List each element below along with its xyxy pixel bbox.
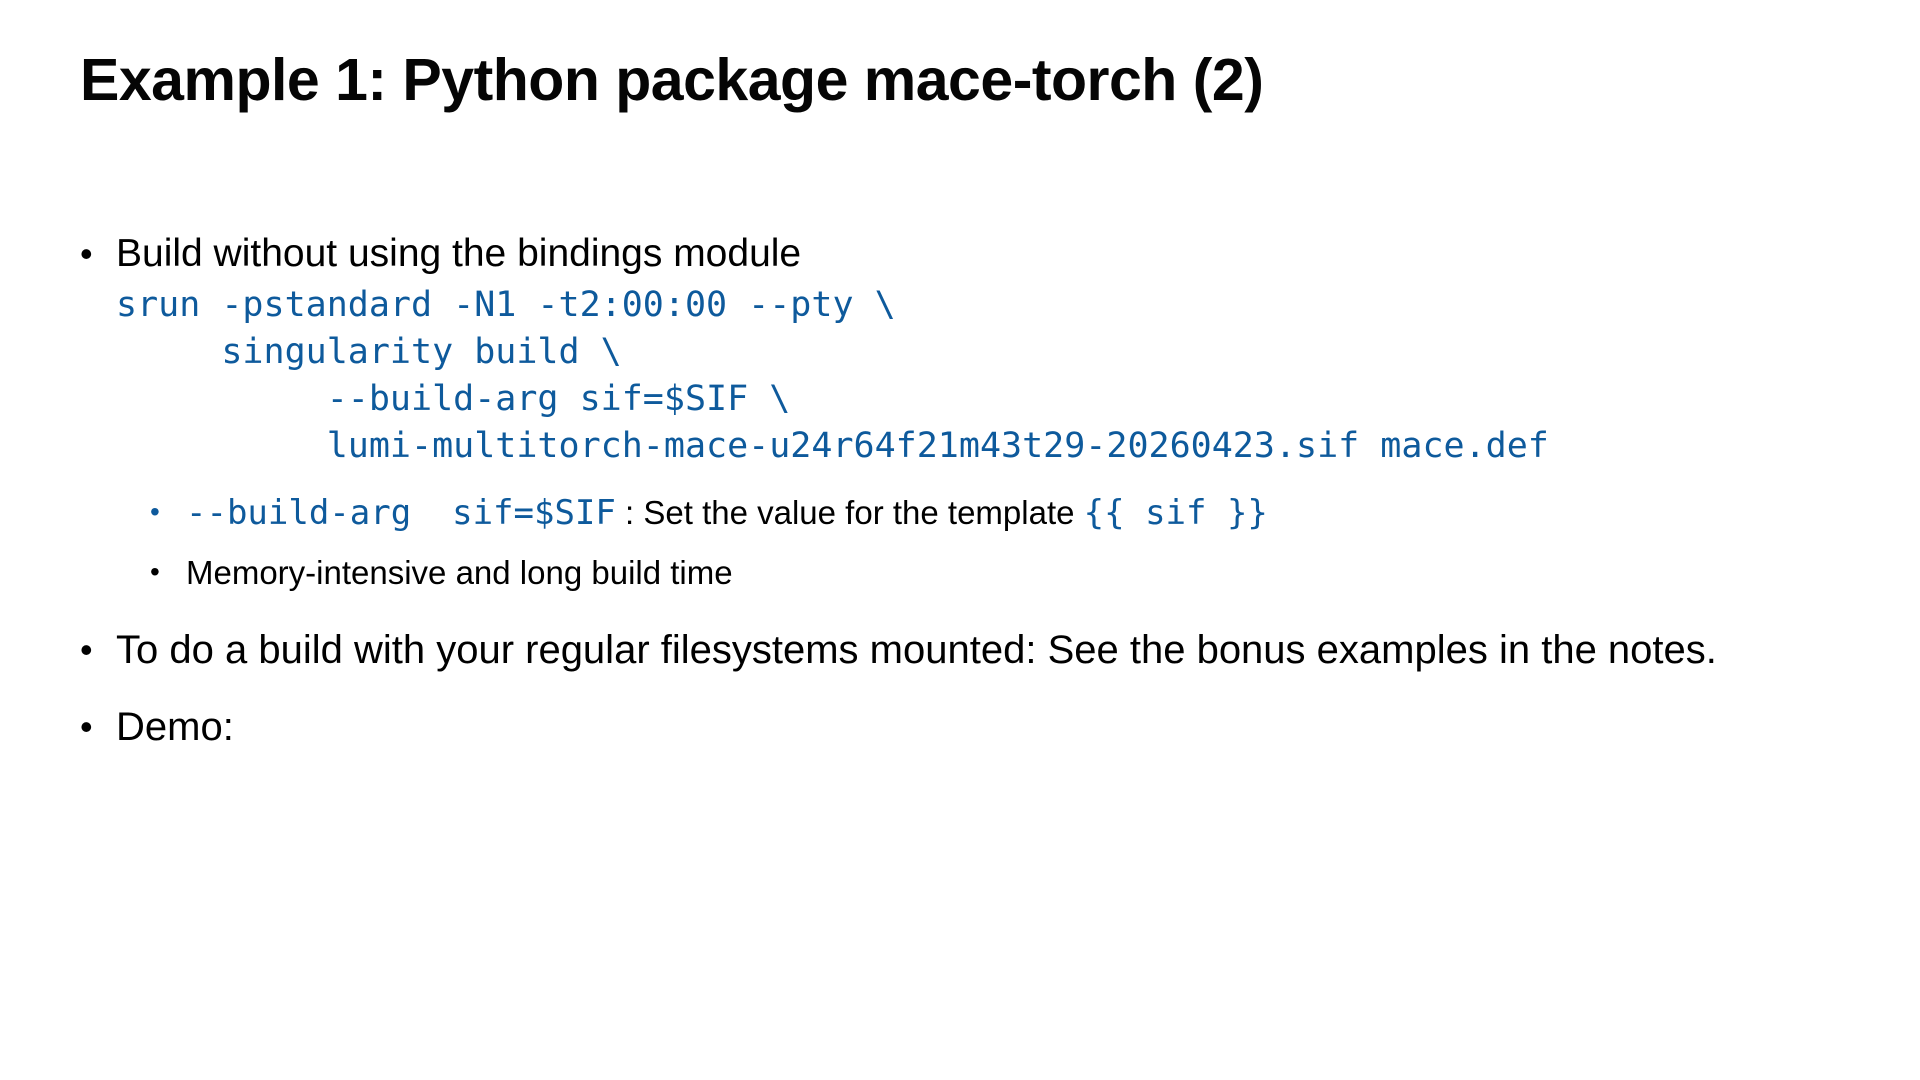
bullet-item-filesystems: • To do a build with your regular filesy… <box>80 624 1870 677</box>
bullet-filesystems-text: To do a build with your regular filesyst… <box>116 627 1717 672</box>
bullet-glyph: • <box>80 705 93 747</box>
code-block-srun: srun -pstandard -N1 -t2:00:00 --pty \ si… <box>116 282 1870 470</box>
bullet-item-demo: • Demo: <box>80 701 1870 754</box>
sub-bullet-build-arg-text: --build-arg sif=$SIF : Set the value for… <box>186 490 1268 538</box>
sub-bullet-memory-text: Memory-intensive and long build time <box>186 553 733 591</box>
bullet-glyph: • <box>150 555 160 587</box>
sub-bullet-build-arg: • --build-arg sif=$SIF : Set the value f… <box>150 490 1870 538</box>
bullet-demo-text: Demo: <box>116 704 234 749</box>
code-line: singularity build \ <box>116 332 622 373</box>
code-line: lumi-multitorch-mace-u24r64f21m43t29-202… <box>116 426 1549 467</box>
bullet-glyph: • <box>80 233 93 274</box>
sub-bullet-plain-text: : Set the value for the template <box>615 494 1084 532</box>
slide-body: • Build without using the bindings modul… <box>80 228 1870 754</box>
bullet-build-text: Build without using the bindings module <box>116 232 802 275</box>
slide-title: Example 1: Python package mace-torch (2) <box>80 47 1264 113</box>
inline-code-build-arg: --build-arg sif=$SIF <box>186 493 616 534</box>
inline-code-template-var: {{ sif }} <box>1083 493 1268 534</box>
bullet-item-build: • Build without using the bindings modul… <box>80 228 1870 280</box>
bullet-glyph: • <box>150 496 160 528</box>
code-line: srun -pstandard -N1 -t2:00:00 --pty \ <box>116 285 896 326</box>
sub-bullet-memory: • Memory-intensive and long build time <box>150 550 1870 596</box>
code-line: --build-arg sif=$SIF \ <box>116 379 791 420</box>
bullet-glyph: • <box>80 628 93 670</box>
